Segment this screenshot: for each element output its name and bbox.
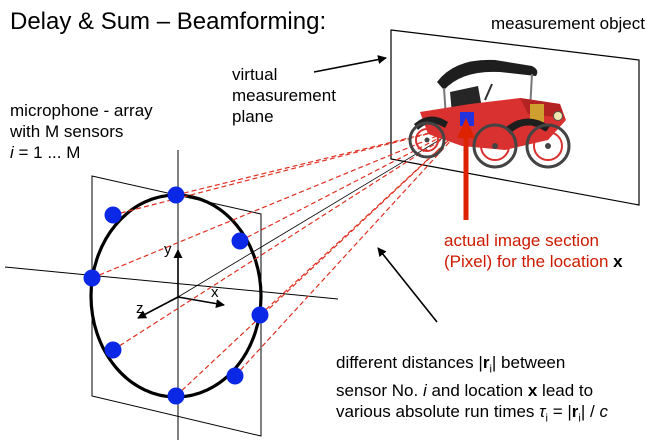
- axis-z-label: z: [136, 300, 144, 317]
- d2e: lead to: [537, 381, 594, 401]
- d3g: | /: [580, 402, 600, 422]
- ray-4: [234, 123, 467, 377]
- array-line-3: i = 1 ... M: [10, 142, 153, 163]
- x-axis-arrow: [177, 296, 225, 309]
- image-section-label: actual image section (Pixel) for the loc…: [444, 230, 623, 272]
- sensor-4: [226, 367, 244, 385]
- antique-car-image: [408, 59, 571, 169]
- pixel-pointer-arrowhead: [457, 118, 475, 138]
- pixel-marker: [460, 112, 474, 126]
- sensor-7: [83, 269, 101, 287]
- plane-label-arrow: [313, 55, 387, 73]
- sensor-1: [167, 186, 185, 204]
- d3d: = |: [547, 402, 572, 422]
- array-index-var: i: [10, 143, 14, 162]
- distance-label-arrow: [377, 247, 438, 323]
- array-line-1: microphone - array: [10, 101, 153, 120]
- array-ring: [89, 193, 263, 399]
- d1-r: r: [482, 353, 490, 372]
- distances-line-2: sensor No. i and location x lead to: [336, 380, 608, 401]
- sensor-8: [104, 206, 122, 224]
- array-line-2: with M sensors: [10, 122, 124, 141]
- d3-tau: τ: [539, 402, 546, 422]
- d1a: different distances |: [336, 353, 483, 372]
- ray-5: [175, 123, 467, 397]
- d2-i: i: [422, 381, 427, 401]
- image-section-line-2: (Pixel) for the location x: [444, 251, 623, 272]
- sensor-3: [251, 306, 269, 324]
- d2c: and location: [426, 381, 528, 401]
- d3-tau-i: i: [545, 412, 548, 425]
- ray-6: [112, 123, 467, 351]
- microphone-array-label: microphone - array with M sensors i = 1 …: [10, 100, 153, 163]
- d1-i: i: [489, 363, 492, 376]
- horizontal-axis: [4, 266, 339, 300]
- distances-label: different distances |ri| between sensor …: [336, 352, 608, 430]
- image-section-location-x: x: [613, 252, 623, 271]
- page-title: Delay & Sum – Beamforming:: [10, 8, 327, 35]
- d3a: various absolute run times: [336, 402, 540, 422]
- image-section-pixel-text: (Pixel) for the location: [444, 252, 614, 271]
- d3-r: r: [571, 402, 579, 422]
- d1d: | between: [491, 353, 566, 372]
- ray-7: [91, 123, 467, 279]
- d2-x: x: [527, 381, 538, 401]
- sensor-6: [104, 341, 122, 359]
- distances-line-1: different distances |ri| between: [336, 352, 608, 380]
- axis-y-label: y: [164, 241, 172, 258]
- d2a: sensor No.: [336, 381, 423, 401]
- sensor-2: [231, 232, 249, 250]
- axis-x-label: x: [211, 284, 219, 301]
- measurement-object-label: measurement object: [490, 14, 645, 33]
- sensor-5: [167, 387, 185, 405]
- d3-c: c: [599, 402, 608, 422]
- virtual-plane-line-2: measurement: [232, 86, 336, 105]
- virtual-plane-line-3: plane: [232, 107, 274, 126]
- virtual-plane-line-1: virtual: [232, 65, 278, 84]
- z-axis-arrow: [137, 296, 179, 319]
- d3-r-i: i: [578, 412, 581, 425]
- virtual-plane-label: virtual measurement plane: [232, 64, 336, 127]
- ray-2: [239, 123, 467, 242]
- image-section-line-1: actual image section: [444, 231, 599, 250]
- sensors: [83, 186, 269, 405]
- array-index-range: = 1 ... M: [13, 143, 81, 162]
- distances-line-3: various absolute run times τi = |ri| / c: [336, 401, 608, 429]
